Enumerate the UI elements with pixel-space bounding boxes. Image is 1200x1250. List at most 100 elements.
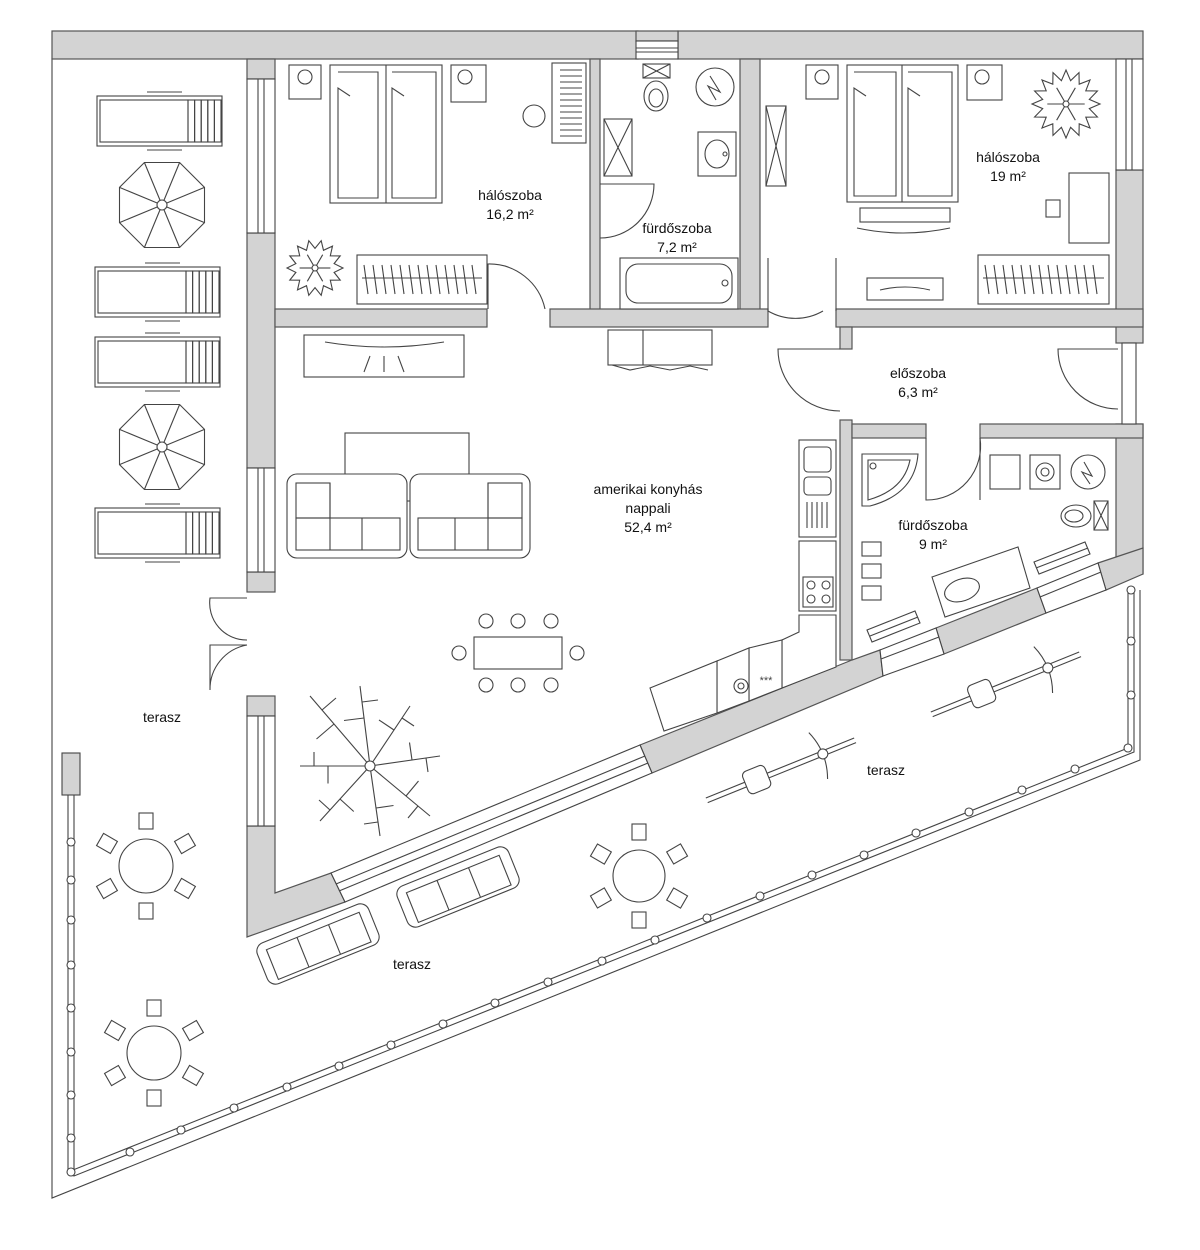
dining-table (473, 636, 563, 670)
railing-post (490, 998, 500, 1008)
railing-post (1126, 585, 1136, 595)
railing-post (911, 828, 921, 838)
room-area-bathroom-right: 9 m² (919, 536, 947, 552)
railing-post (1126, 690, 1136, 700)
chair (138, 902, 154, 920)
room-area-bathroom-top: 7,2 m² (657, 239, 697, 255)
wardrobe (977, 254, 1110, 305)
bicycle (705, 732, 857, 804)
stove-label: *** (760, 675, 774, 687)
sideboard (607, 329, 713, 366)
sofa (409, 473, 531, 559)
bathroom-right-fixtures (861, 453, 1109, 643)
ball-chair (522, 104, 546, 128)
chair (103, 1019, 127, 1042)
tv-stand (866, 277, 944, 301)
terrace-label-left: terasz (143, 709, 181, 725)
round-table (126, 1025, 182, 1081)
bicycle (930, 646, 1082, 718)
terrace-bottom-furniture (256, 646, 1082, 985)
room-area-bedroom-left: 16,2 m² (486, 206, 534, 222)
shelf (861, 541, 882, 557)
counter (649, 660, 718, 732)
boiler (1070, 454, 1106, 490)
room-area-bedroom-right: 19 m² (990, 168, 1026, 184)
terrace-label-bottom: terasz (393, 956, 431, 972)
sun-lounger (94, 266, 221, 318)
room-name2-living: nappali (625, 500, 670, 516)
boiler (695, 67, 735, 107)
sun-lounger (96, 95, 223, 147)
railing-post (597, 956, 607, 966)
shelf (861, 563, 882, 579)
living-room-furniture: *** (286, 329, 837, 837)
railing-post (66, 875, 76, 885)
dining-chairs (451, 613, 585, 693)
bedroom-right-furniture (765, 64, 1110, 305)
chair (631, 823, 647, 841)
chair (589, 843, 613, 865)
room-name-bedroom-left: hálószoba (478, 187, 542, 203)
dishwasher-counter (716, 647, 750, 714)
railing-post (66, 1167, 76, 1177)
potted-plant (285, 239, 345, 297)
large-plant (300, 685, 441, 837)
railing-post (282, 1082, 292, 1092)
railing-posts (66, 585, 1136, 1177)
chair (146, 1089, 162, 1107)
railing-post (125, 1147, 135, 1157)
sofa (286, 473, 408, 559)
railing-post (859, 850, 869, 860)
chair (103, 1064, 127, 1087)
railing-post (386, 1040, 396, 1050)
nightstand (805, 64, 839, 100)
railing-post (66, 915, 76, 925)
railing-post (1123, 743, 1133, 753)
chair (181, 1019, 205, 1042)
chair (95, 877, 119, 900)
chair (138, 812, 154, 830)
bedroom-left-furniture (285, 62, 587, 305)
round-table (612, 849, 666, 903)
railing-post (702, 913, 712, 923)
railing-post (66, 1003, 76, 1013)
railing-post (650, 935, 660, 945)
cooktop-cabinet (798, 540, 837, 612)
chair (146, 999, 162, 1017)
chair (589, 887, 613, 909)
wardrobe (356, 254, 488, 305)
outdoor-sofa (396, 846, 520, 928)
room-name-hallway: előszoba (890, 365, 946, 381)
chair (173, 832, 197, 855)
railing-post (66, 1090, 76, 1100)
desk (1068, 172, 1110, 244)
bathroom-top-fixtures (603, 63, 739, 310)
sun-lounger (94, 507, 221, 559)
railing-post (66, 960, 76, 970)
railing-post (66, 1133, 76, 1143)
terrace-left-furniture (94, 91, 223, 1107)
railing-post (755, 891, 765, 901)
room-name-bedroom-right: hálószoba (976, 149, 1040, 165)
railing-post (964, 807, 974, 817)
chair (95, 832, 119, 855)
round-table (118, 838, 174, 894)
room-name-bathroom-right: fürdőszoba (898, 517, 967, 533)
doors (209, 183, 1119, 691)
railing-post (66, 837, 76, 847)
railing-post (543, 977, 553, 987)
room-area-living: 52,4 m² (624, 519, 672, 535)
terrace-lamp (61, 752, 81, 796)
railing-post (438, 1019, 448, 1029)
washing-machine (1029, 454, 1061, 490)
outdoor-sofa (256, 903, 380, 985)
terrace-outline (51, 58, 1141, 1199)
room-name-living: amerikai konyhás (594, 481, 703, 497)
shelf (861, 585, 882, 601)
washbasin (697, 131, 737, 177)
railing-post (1126, 636, 1136, 646)
railing-post (229, 1103, 239, 1113)
chair (631, 911, 647, 929)
chair (665, 843, 689, 865)
